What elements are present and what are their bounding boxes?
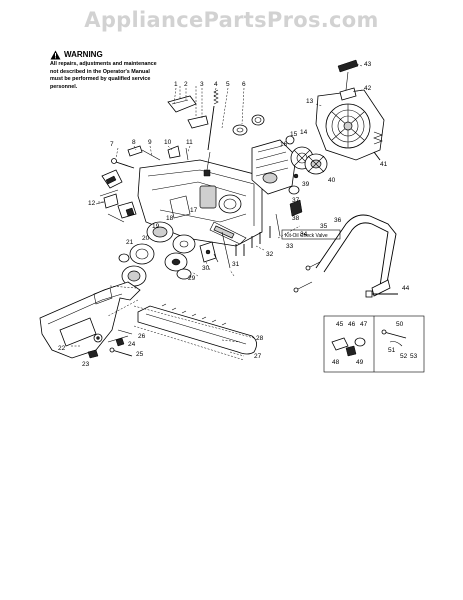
callout-37: 37 — [292, 197, 300, 204]
callout-8: 8 — [132, 139, 136, 146]
kit-oil-check-valve-label: Kit-Oil Check Valve — [285, 233, 328, 239]
callout-52: 52 — [400, 353, 408, 360]
brake-linkage — [95, 169, 137, 223]
callout-26: 26 — [138, 333, 146, 340]
throttle-parts — [167, 86, 209, 129]
callout-12: 12 — [88, 200, 96, 207]
callout-53: 53 — [410, 353, 418, 360]
callout-35: 35 — [320, 223, 328, 230]
callout-19: 19 — [152, 223, 160, 230]
callout-29: 29 — [188, 275, 196, 282]
oil-check-parts — [275, 185, 303, 237]
watermark: AppliancePartsPros.com — [84, 8, 379, 32]
callout-43: 43 — [364, 61, 372, 68]
callout-44: 44 — [402, 285, 410, 292]
callout-4: 4 — [214, 81, 218, 88]
callout-47: 47 — [360, 321, 368, 328]
cap-part — [232, 114, 265, 136]
callout-15: 15 — [290, 131, 298, 138]
spring-bolt — [203, 89, 219, 177]
warning-title: WARNING — [64, 50, 103, 59]
warning-triangle-icon — [50, 50, 61, 60]
callout-17: 17 — [190, 207, 198, 214]
callout-27: 27 — [254, 353, 262, 360]
callout-3: 3 — [200, 81, 204, 88]
callout-33: 33 — [286, 243, 294, 250]
callout-51: 51 — [388, 347, 396, 354]
leader-lines — [70, 63, 363, 357]
callout-21: 21 — [126, 239, 134, 246]
callout-41: 41 — [380, 161, 388, 168]
kit-label: Kit-Oil Check Valve — [281, 229, 341, 240]
front-handle — [293, 214, 397, 297]
callout-18: 18 — [166, 215, 174, 222]
callout-23: 23 — [82, 361, 90, 368]
handle-bolt — [365, 290, 398, 298]
starter-grip — [337, 59, 359, 101]
callout-11: 11 — [186, 139, 193, 146]
callout-45: 45 — [336, 321, 344, 328]
guide-bar — [107, 299, 257, 361]
callout-7: 7 — [110, 141, 114, 148]
warning-notice: WARNING All repairs, adjustments and mai… — [50, 50, 162, 91]
callout-48: 48 — [332, 359, 340, 366]
callout-31: 31 — [232, 261, 240, 268]
callout-42: 42 — [364, 85, 372, 92]
callout-49: 49 — [356, 359, 364, 366]
callout-10: 10 — [164, 139, 172, 146]
cylinder-assembly — [251, 139, 297, 195]
callout-5: 5 — [226, 81, 230, 88]
sprocket-parts — [176, 231, 231, 280]
callout-39: 39 — [302, 181, 310, 188]
cover-hardware — [87, 329, 133, 359]
callout-24: 24 — [128, 341, 136, 348]
callout-20: 20 — [142, 235, 150, 242]
callout-numbers: 1 2 3 4 5 6 7 8 9 10 11 12 13 14 15 16 1… — [58, 61, 418, 368]
starter-pulley — [304, 131, 383, 175]
callout-16: 16 — [280, 141, 288, 148]
callout-46: 46 — [348, 321, 356, 328]
callout-25: 25 — [136, 351, 144, 358]
callout-36: 36 — [334, 217, 342, 224]
callout-14: 14 — [300, 129, 308, 136]
clutch-cover — [39, 281, 141, 359]
warning-text: All repairs, adjustments and maintenance… — [50, 61, 157, 90]
callout-2: 2 — [184, 81, 188, 88]
callout-40: 40 — [328, 177, 336, 184]
starter-housing — [315, 89, 385, 161]
detail-inset — [323, 315, 425, 373]
callout-6: 6 — [242, 81, 246, 88]
clutch-assembly — [118, 221, 196, 287]
callout-30: 30 — [202, 265, 210, 272]
callout-22: 22 — [58, 345, 66, 352]
callout-13: 13 — [306, 98, 314, 105]
callout-34: 34 — [300, 231, 308, 238]
callout-1: 1 — [174, 81, 178, 88]
callout-9: 9 — [148, 139, 152, 146]
callout-28: 28 — [256, 335, 264, 342]
callout-38: 38 — [292, 215, 300, 222]
callout-32: 32 — [266, 251, 274, 258]
callout-50: 50 — [396, 321, 404, 328]
mount-bolts — [235, 226, 271, 256]
